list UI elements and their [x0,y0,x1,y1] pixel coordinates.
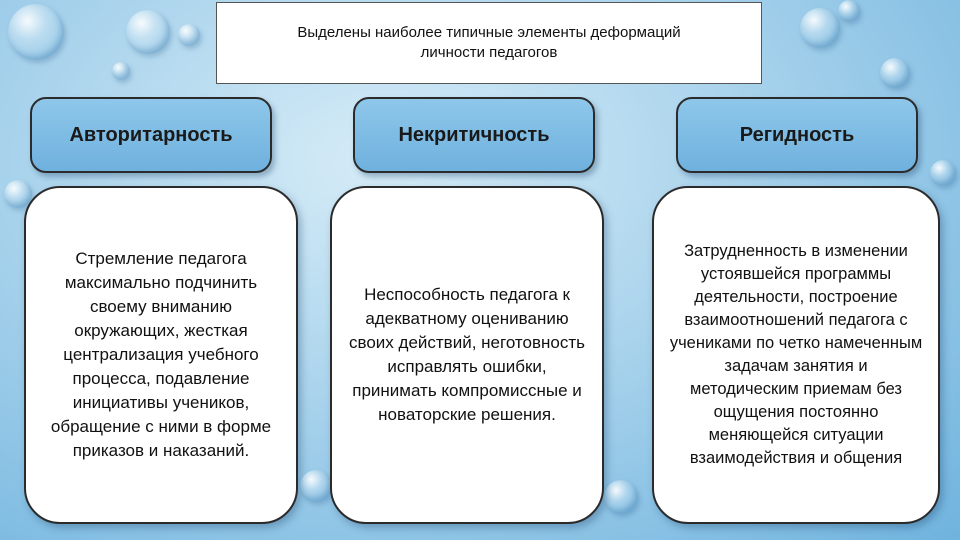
water-drop-decoration [880,58,910,88]
card-description: Стремление педагога максимально подчинит… [50,249,272,460]
header-authoritarianism: Авторитарность [30,97,272,173]
header-rigidity: Регидность [676,97,918,173]
water-drop-decoration [838,0,860,22]
header-label: Некритичность [398,123,550,146]
card-description: Затрудненность в изменении устоявшейся п… [669,242,923,467]
header-label: Авторитарность [69,123,233,146]
water-drop-decoration [930,160,956,186]
diagram-title: Выделены наиболее типичные элементы дефо… [297,24,681,61]
water-drop-decoration [126,10,170,54]
water-drop-decoration [178,24,200,46]
water-drop-decoration [300,470,332,502]
water-drop-decoration [8,4,64,60]
header-uncriticalness: Некритичность [353,97,595,173]
card-authoritarianism: Стремление педагога максимально подчинит… [24,186,298,524]
card-description: Неспособность педагога к адекватному оце… [349,285,585,424]
water-drop-decoration [604,480,638,514]
card-uncriticalness: Неспособность педагога к адекватному оце… [330,186,604,524]
water-drop-decoration [112,62,130,80]
water-drop-decoration [800,8,840,48]
title-box: Выделены наиболее типичные элементы дефо… [216,2,762,84]
header-label: Регидность [739,123,855,146]
water-drop-decoration [4,180,32,208]
card-rigidity: Затрудненность в изменении устоявшейся п… [652,186,940,524]
